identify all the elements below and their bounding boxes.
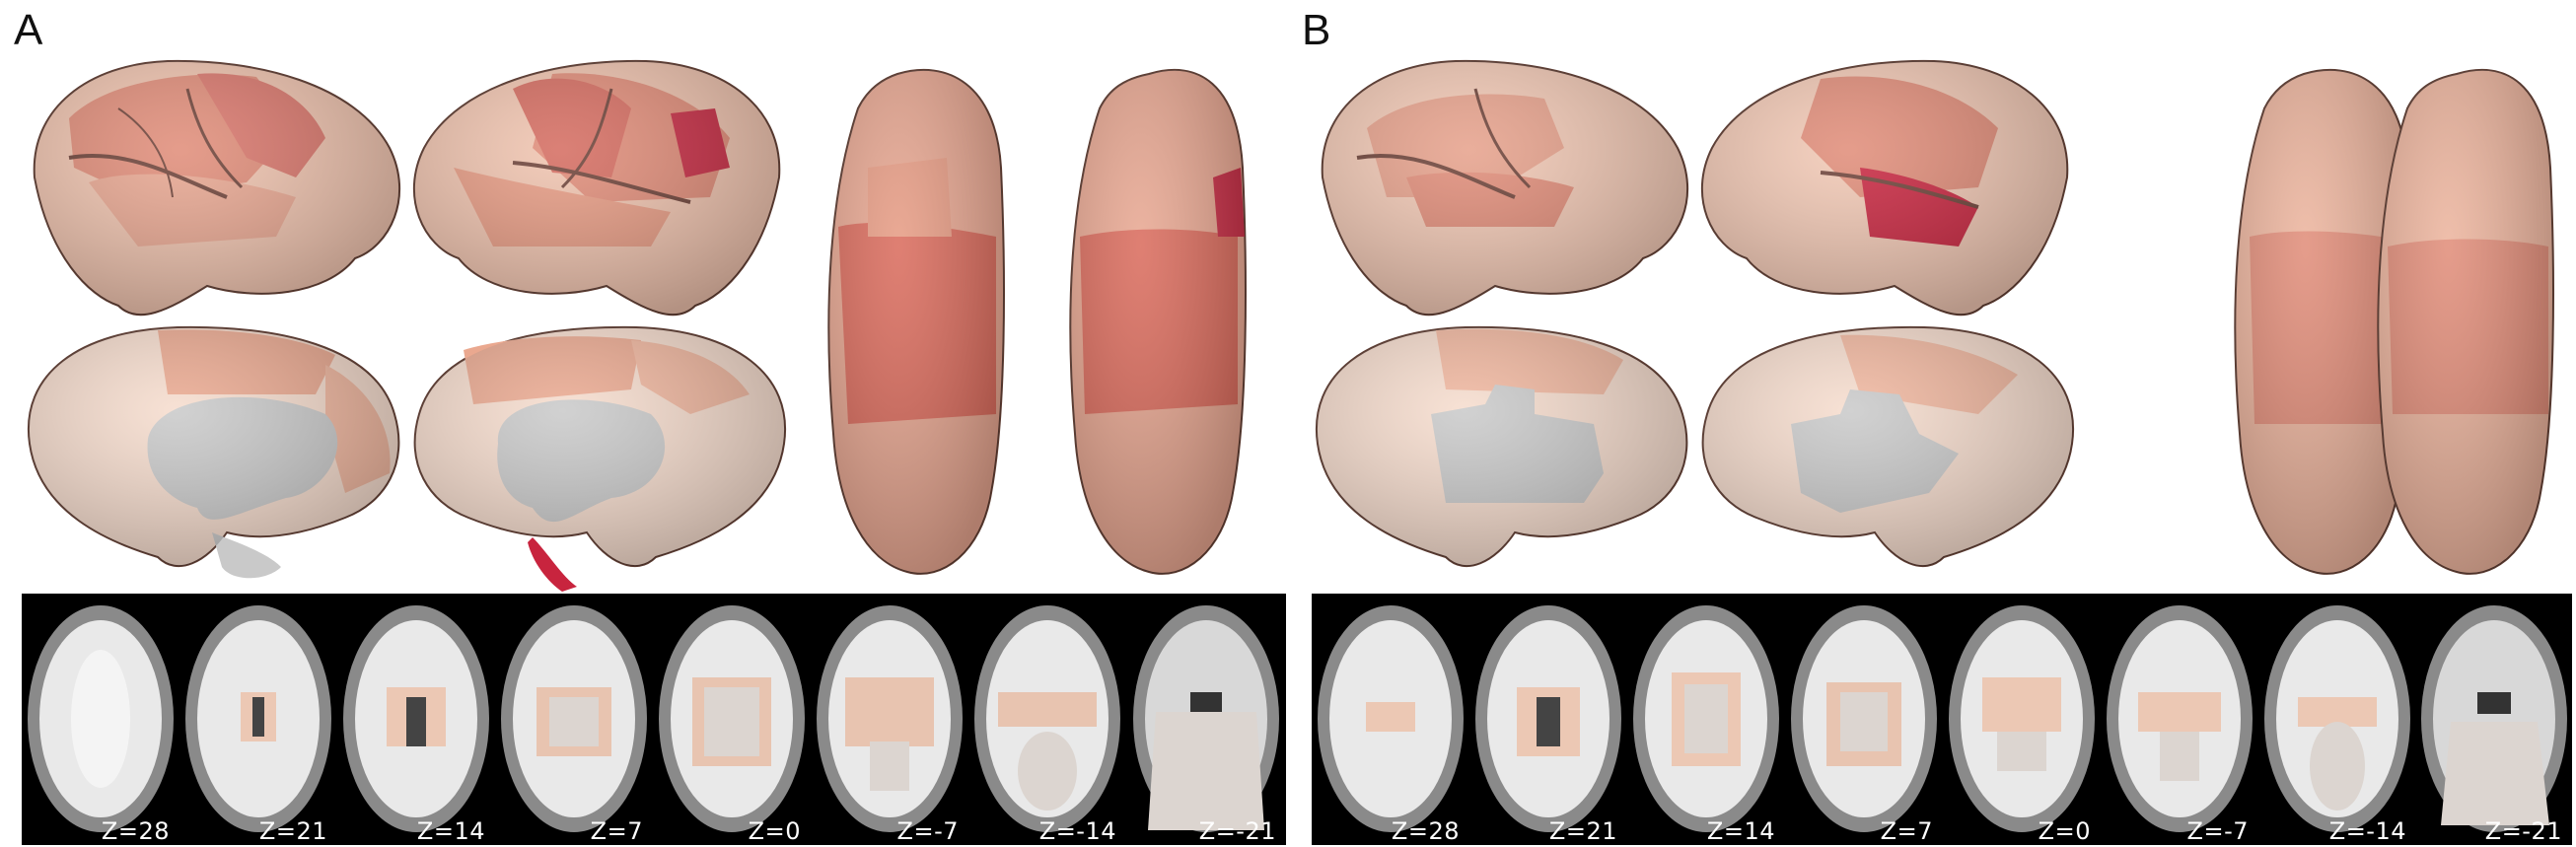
axial-slice: Z=28 — [22, 594, 179, 845]
z-label: Z=0 — [748, 817, 801, 845]
z-label: Z=-14 — [2328, 817, 2406, 845]
cortical-surface-views-b — [1315, 59, 2554, 575]
left-medial-view — [1315, 325, 1688, 568]
axial-slice: Z=-21 — [1126, 594, 1286, 845]
dorsal-view-right — [1069, 69, 1247, 575]
left-lateral-view — [33, 59, 401, 317]
cortical-surface-views-a — [27, 59, 1247, 592]
dorsal-view-right — [2377, 69, 2554, 575]
z-label: Z=7 — [590, 817, 643, 845]
z-label: Z=21 — [1548, 817, 1617, 845]
axial-slice: Z=7 — [1785, 594, 1943, 845]
panel-b: B — [1288, 0, 2576, 847]
axial-slice: Z=14 — [337, 594, 495, 845]
z-label: Z=-21 — [2484, 817, 2562, 845]
dorsal-view-left — [827, 69, 1005, 575]
z-label: Z=28 — [1391, 817, 1460, 845]
left-medial-view — [27, 325, 400, 579]
right-lateral-view — [1700, 59, 2069, 317]
z-label: Z=28 — [101, 817, 170, 845]
axial-slice: Z=7 — [495, 594, 653, 845]
z-label: Z=-14 — [1038, 817, 1116, 845]
z-label: Z=7 — [1880, 817, 1933, 845]
axial-slice: Z=0 — [653, 594, 811, 845]
axial-slice-strip-b: Z=28 Z=21 Z=14 Z=7 Z=0 Z=-7 Z=-14 Z=-21 — [1312, 594, 2572, 845]
z-label: Z=-21 — [1198, 817, 1276, 845]
axial-slice-strip-a: Z=28 Z=21 Z=14 Z=7 Z=0 Z=-7 Z=-14 Z=-21 — [22, 594, 1286, 845]
dorsal-view-left — [2234, 69, 2411, 575]
right-medial-view — [413, 325, 787, 592]
z-label: Z=0 — [2038, 817, 2091, 845]
right-lateral-view — [412, 59, 781, 317]
axial-slice: Z=-21 — [2416, 594, 2572, 845]
axial-slice: Z=21 — [1469, 594, 1627, 845]
panel-label-b: B — [1302, 6, 1331, 54]
axial-slice: Z=-14 — [968, 594, 1126, 845]
right-medial-view — [1701, 325, 2075, 568]
z-label: Z=21 — [258, 817, 327, 845]
axial-slice: Z=14 — [1627, 594, 1785, 845]
panel-a: A — [14, 6, 1286, 845]
axial-slice: Z=-7 — [2101, 594, 2258, 845]
panel-label-a: A — [14, 6, 43, 54]
left-lateral-view — [1321, 59, 1689, 317]
axial-slice: Z=-7 — [811, 594, 968, 845]
axial-slice: Z=21 — [179, 594, 337, 845]
z-label: Z=-7 — [2186, 817, 2249, 845]
axial-slice: Z=-14 — [2258, 594, 2416, 845]
z-label: Z=14 — [416, 817, 485, 845]
z-label: Z=14 — [1706, 817, 1775, 845]
axial-slice: Z=0 — [1943, 594, 2101, 845]
z-label: Z=-7 — [896, 817, 959, 845]
axial-slice: Z=28 — [1312, 594, 1469, 845]
